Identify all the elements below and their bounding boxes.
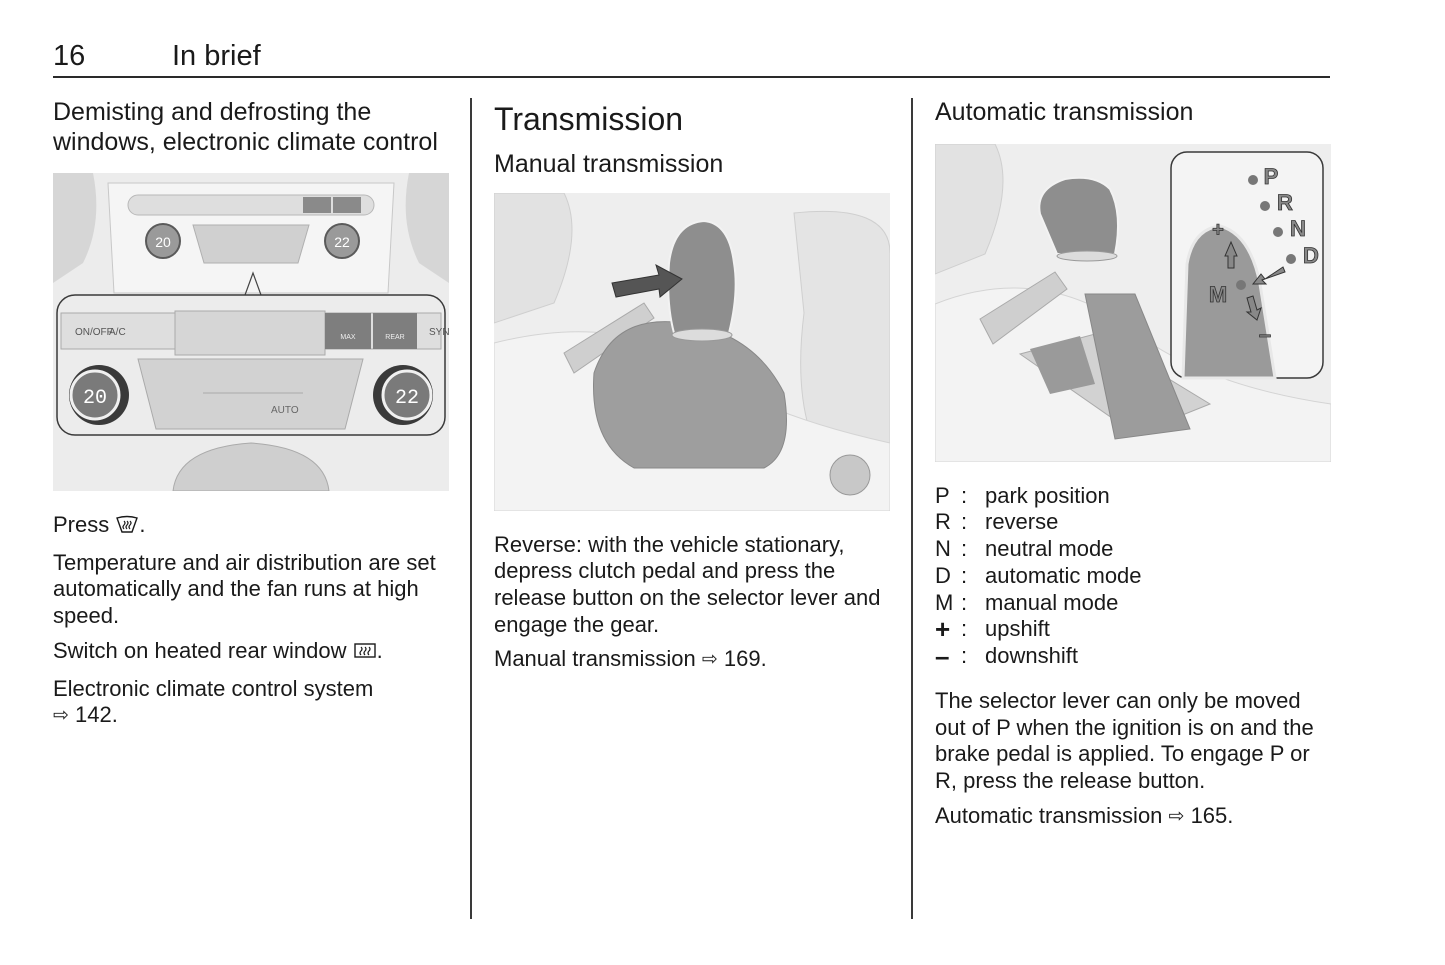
legend-row-downshift: –:downshift (935, 641, 1078, 672)
windscreen-defrost-icon (115, 515, 139, 542)
cross-reference-link[interactable]: ⇨ 169. (702, 646, 767, 671)
automatic-selector-illustration: P R N D M + – (935, 143, 1331, 462)
column-demisting: Demisting and defrosting the windows, el… (53, 98, 451, 730)
sync-button-label: SYNC (429, 327, 449, 338)
legend-row-m: M:manual mode (935, 589, 1119, 615)
cross-reference-link[interactable]: ⇨ 142. (53, 702, 118, 727)
left-temp-display: 20 (83, 387, 107, 410)
press-instruction: Press . (53, 512, 451, 542)
legend-row-n: N:neutral mode (935, 536, 1114, 562)
gate-label-minus: – (1259, 322, 1271, 347)
cross-reference-arrow-icon: ⇨ (701, 649, 718, 671)
auto-button-label: AUTO (271, 405, 299, 416)
gate-label-r: R (1277, 190, 1293, 215)
gate-label-d: D (1303, 243, 1319, 268)
manual-gear-lever-figure (494, 192, 890, 511)
gate-label-p: P (1264, 164, 1279, 189)
rear-window-heat-icon (353, 641, 377, 668)
manual-gear-lever-illustration (494, 192, 890, 511)
column-divider (470, 98, 472, 919)
onoff-button-label: ON/OFF (75, 327, 113, 338)
gear-legend: P:park position R:reverse N:neutral mode… (935, 483, 1335, 671)
legend-row-d: D:automatic mode (935, 562, 1142, 588)
running-title: In brief (172, 40, 261, 72)
ac-button-label: A/C (109, 327, 126, 338)
climate-control-illustration: 20 22 ON/OFF A/C MAX REAR SYNC AUTO 20 2… (53, 173, 449, 491)
gate-label-m: M (1209, 282, 1227, 307)
gate-label-n: N (1290, 216, 1306, 241)
selector-lever-text: The selector lever can only be moved out… (935, 688, 1314, 794)
section-heading-automatic: Automatic transmission (935, 98, 1194, 126)
page-header: 16 In brief (53, 40, 1330, 76)
column-automatic-transmission: Automatic transmission P R N D M + – (935, 98, 1335, 831)
gate-label-plus: + (1212, 219, 1224, 241)
rear-button-label: REAR (385, 334, 404, 341)
legend-row-upshift: +:upshift (935, 614, 1050, 645)
small-right-temp: 22 (334, 234, 350, 250)
minus-icon: – (935, 641, 950, 672)
auto-distribution-text: Temperature and air distribution are set… (53, 549, 436, 629)
automatic-selector-figure: P R N D M + – (935, 143, 1331, 462)
automatic-transmission-reference: Automatic transmission ⇨ 165. (935, 803, 1335, 831)
climate-control-reference: Electronic climate control system⇨ 142. (53, 676, 451, 730)
cross-reference-link[interactable]: ⇨ 165. (1169, 803, 1234, 828)
max-button-label: MAX (340, 334, 356, 341)
manual-transmission-reference: Manual transmission ⇨ 169. (494, 646, 894, 674)
column-manual-transmission: Transmission Manual transmission Reverse… (494, 98, 894, 674)
small-left-temp: 20 (155, 234, 171, 250)
plus-icon: + (935, 614, 951, 645)
cross-reference-arrow-icon: ⇨ (1168, 805, 1185, 827)
legend-row-p: P:park position (935, 482, 1110, 508)
section-heading-manual: Manual transmission (494, 150, 724, 178)
rear-window-instruction: Switch on heated rear window . (53, 638, 451, 668)
legend-row-r: R:reverse (935, 509, 1059, 535)
page-number: 16 (53, 40, 86, 72)
climate-control-figure: 20 22 ON/OFF A/C MAX REAR SYNC AUTO 20 2… (53, 173, 449, 491)
reverse-instruction: Reverse: with the vehicle stationary, de… (494, 531, 881, 637)
cross-reference-arrow-icon: ⇨ (53, 705, 69, 727)
header-rule (53, 76, 1330, 78)
column-divider (911, 98, 913, 919)
chapter-title: Transmission (494, 101, 684, 137)
right-temp-display: 22 (395, 387, 419, 410)
section-heading-demisting: Demisting and defrosting the windows, el… (53, 98, 438, 156)
